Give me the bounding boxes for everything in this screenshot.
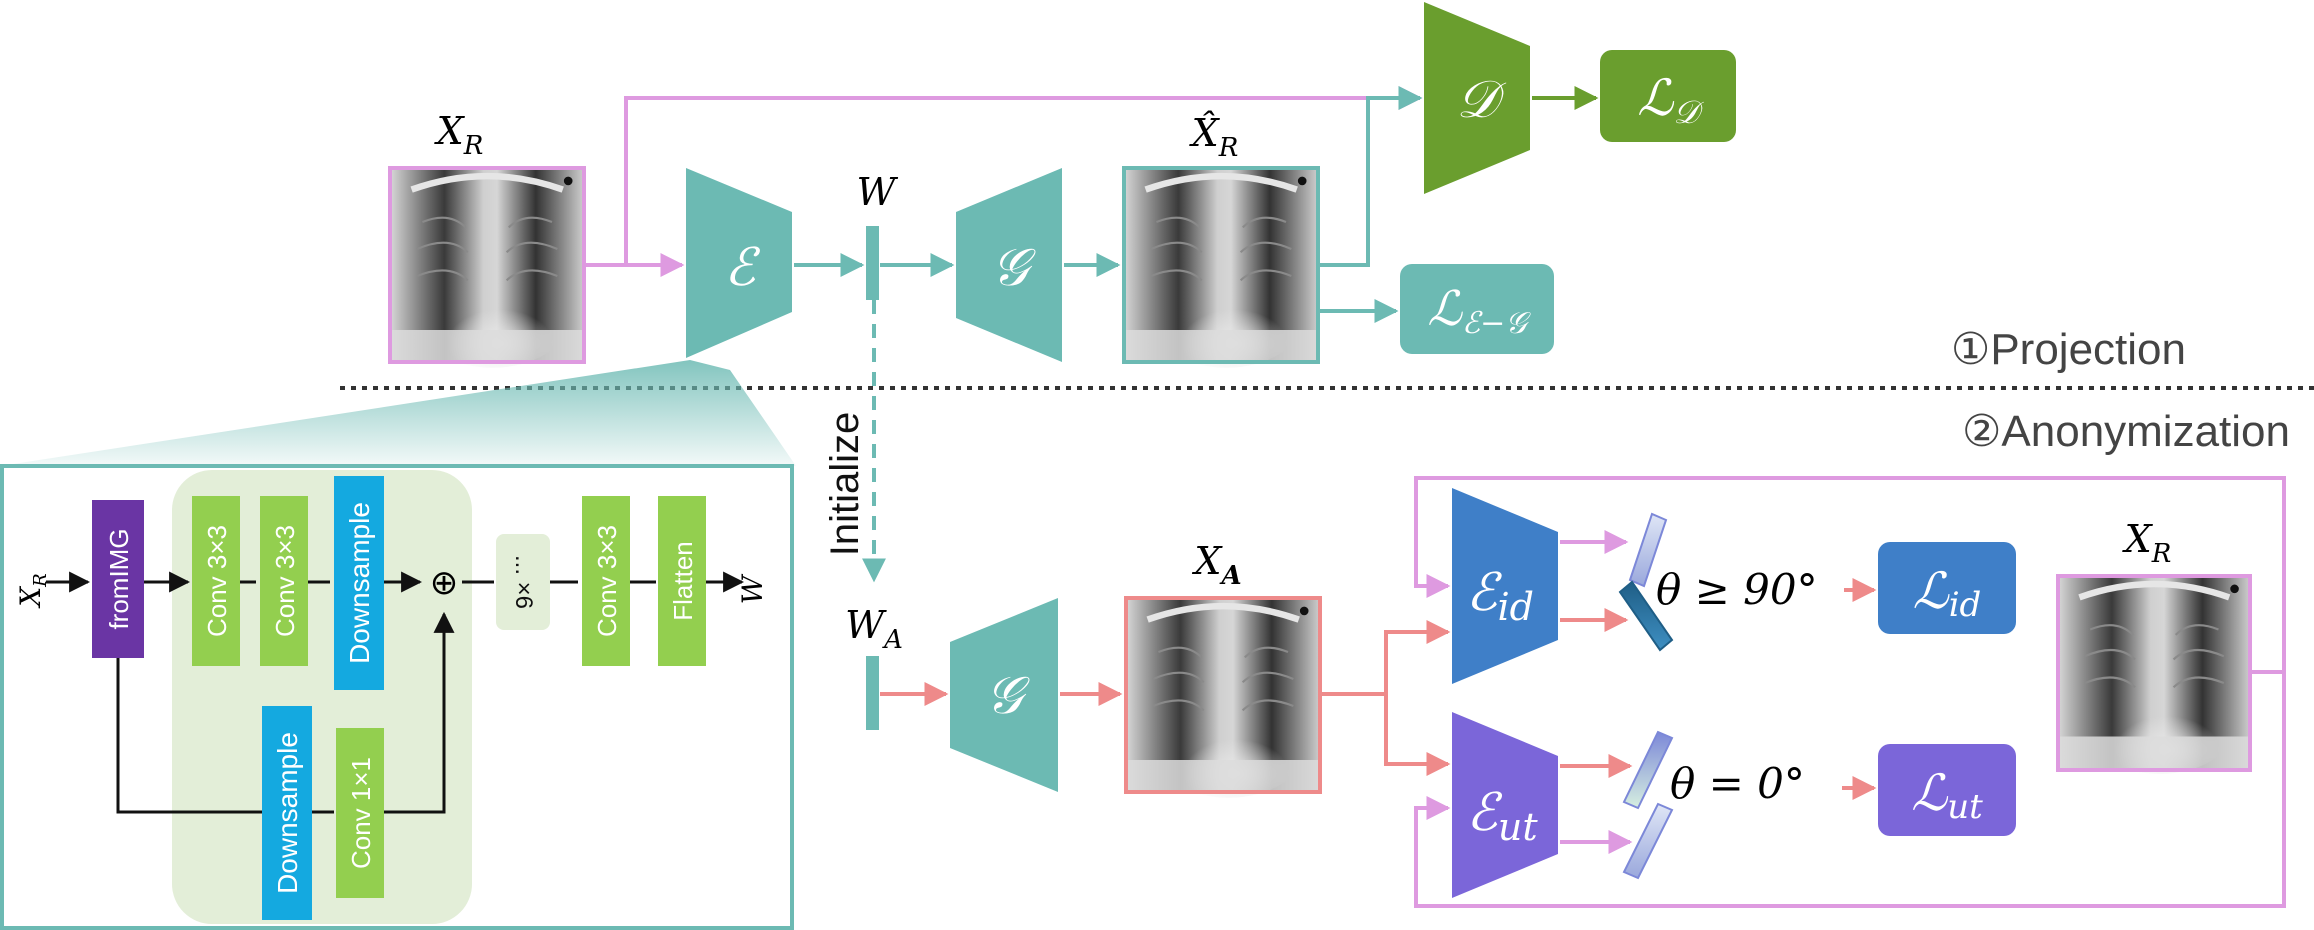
x-r-image-border: [388, 166, 586, 364]
detail-output-label: W: [736, 573, 769, 604]
add-operator: ⊕: [430, 564, 459, 602]
w-label: W: [856, 170, 898, 214]
enc-ut-symbol: ℰut: [1466, 783, 1538, 849]
initialize-label: Initialize: [823, 412, 867, 557]
detail-zoom-funnel: [0, 360, 796, 466]
w-a-label: WA: [845, 603, 903, 655]
loss-id-box: [1878, 542, 2016, 634]
recon-to-discriminator-line: [1320, 86, 1423, 267]
loss-d-text: ℒ𝒟: [1637, 69, 1704, 131]
conv-c-text: Conv 3×3: [592, 525, 622, 637]
x-r-right-image-border: [2056, 574, 2252, 772]
loss-ut-box: [1878, 744, 2016, 836]
skip-to-add-arrow: [384, 611, 455, 814]
x-r-label: XR: [434, 109, 484, 161]
from-img-block: [92, 500, 144, 658]
real-loop-line-bottom: [1414, 672, 2286, 908]
conv-1x1-block: [336, 728, 384, 898]
enc-id-vector-a: [1628, 512, 1668, 588]
anon-to-enc-ut-line: [1384, 694, 1451, 776]
x-r-right-image: [2058, 576, 2251, 774]
conv-a-text: Conv 3×3: [202, 525, 232, 637]
encoder-symbol: ℰ: [724, 238, 760, 298]
theta-ut-text: θ = 0°: [1670, 759, 1805, 808]
real-loop-line: [1414, 476, 2286, 674]
x-r-right-label: XR: [2122, 517, 2172, 569]
x-a-image-border: [1124, 596, 1322, 794]
w-latent-bar: [866, 226, 879, 300]
enc-ut-vector-a: [1622, 730, 1674, 810]
detail-input-label: XR: [14, 573, 51, 609]
conv-b-block: [260, 496, 308, 666]
flatten-block: [658, 496, 706, 666]
encoder-shape: [686, 168, 792, 358]
loss-d-box: [1600, 50, 1736, 142]
repeat-block: [496, 534, 550, 630]
downsample-a-text: Downsample: [344, 502, 375, 664]
repeat-text: ... ×6: [510, 555, 537, 609]
conv-a-block: [192, 496, 240, 666]
theta-id-text: θ ≥ 90°: [1656, 565, 1818, 614]
conv-b-text: Conv 3×3: [270, 525, 300, 637]
conv-c-block: [582, 496, 630, 666]
generator-shape-top: [956, 168, 1062, 362]
enc-id-symbol: ℰid: [1466, 563, 1534, 629]
from-img-text: fromIMG: [104, 528, 134, 629]
generator-shape-bottom: [950, 598, 1058, 792]
loss-eg-box: [1400, 264, 1554, 354]
x-r-image: [390, 168, 584, 368]
skip-connection-line: [116, 658, 262, 814]
enc-ut-shape: [1452, 712, 1558, 898]
anon-to-enc-id-line: [1322, 620, 1451, 696]
x-a-label: XA: [1191, 539, 1241, 591]
enc-id-vector-b: [1618, 580, 1674, 652]
anonymization-label: ②Anonymization: [1962, 407, 2290, 456]
downsample-b-text: Downsample: [272, 732, 303, 894]
w-a-latent-bar: [866, 656, 879, 730]
x-r-hat-image-border: [1122, 166, 1320, 364]
projection-label: ①Projection: [1951, 325, 2186, 374]
loss-id-text: ℒid: [1913, 562, 1982, 625]
enc-id-shape: [1452, 488, 1558, 684]
downsample-a-block: [334, 476, 384, 690]
loss-eg-text: ℒℰ−𝒢: [1427, 281, 1531, 341]
downsample-b-block: [262, 706, 312, 920]
enc-ut-vector-b: [1622, 802, 1674, 880]
flatten-text: Flatten: [668, 541, 698, 621]
discriminator-shape: [1424, 2, 1530, 194]
x-a-image: [1126, 598, 1320, 798]
loss-ut-text: ℒut: [1911, 764, 1983, 827]
conv-1x1-text: Conv 1×1: [346, 757, 376, 869]
x-r-hat-image: [1124, 168, 1318, 368]
x-r-hat-label: X̂R: [1189, 111, 1239, 163]
